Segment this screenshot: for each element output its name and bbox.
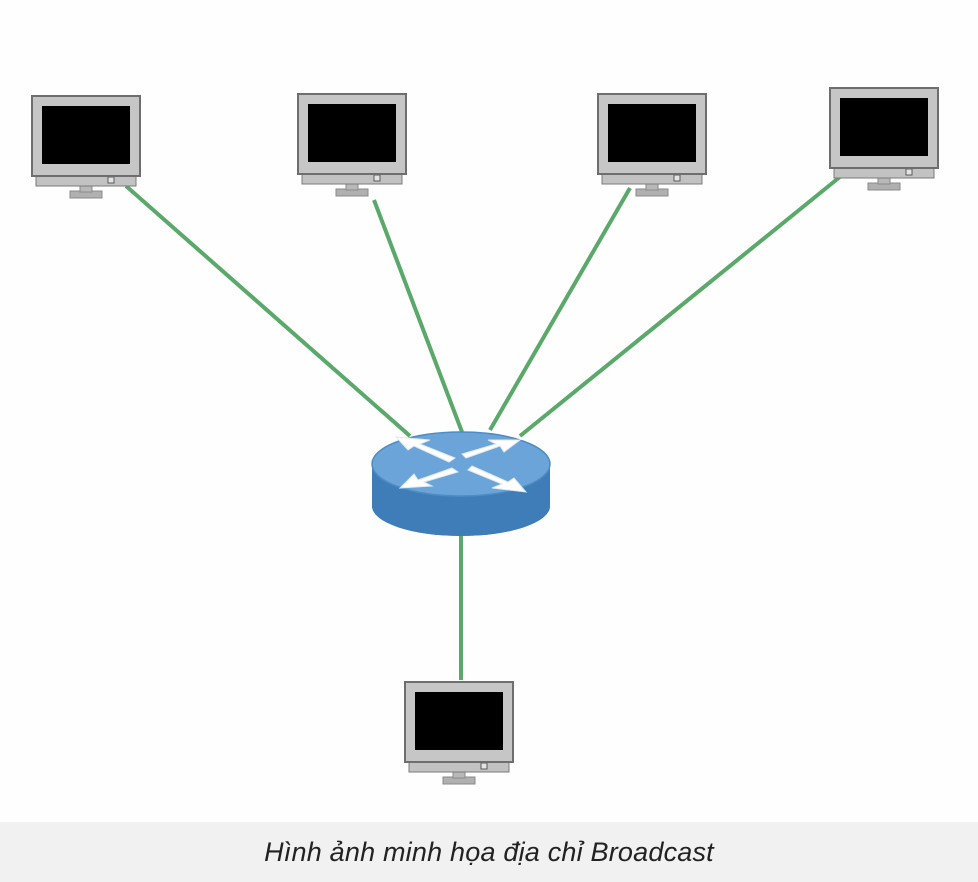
- link-pc-4-router: [518, 170, 848, 438]
- computer-2: [297, 93, 407, 197]
- network-diagram: [31, 87, 939, 785]
- figure-caption: Hình ảnh minh họa địa chỉ Broadcast: [264, 836, 714, 867]
- link-pc-1-router: [124, 184, 412, 438]
- link-pc-2-router: [372, 199, 464, 433]
- computer-5: [404, 681, 514, 785]
- computer-3: [597, 93, 707, 197]
- link-pc-3-router: [488, 186, 632, 432]
- router-icon: [371, 431, 551, 536]
- caption-bar: Hình ảnh minh họa địa chỉ Broadcast: [0, 822, 978, 882]
- computer-1: [31, 95, 141, 199]
- links: [124, 170, 848, 680]
- computer-4: [829, 87, 939, 191]
